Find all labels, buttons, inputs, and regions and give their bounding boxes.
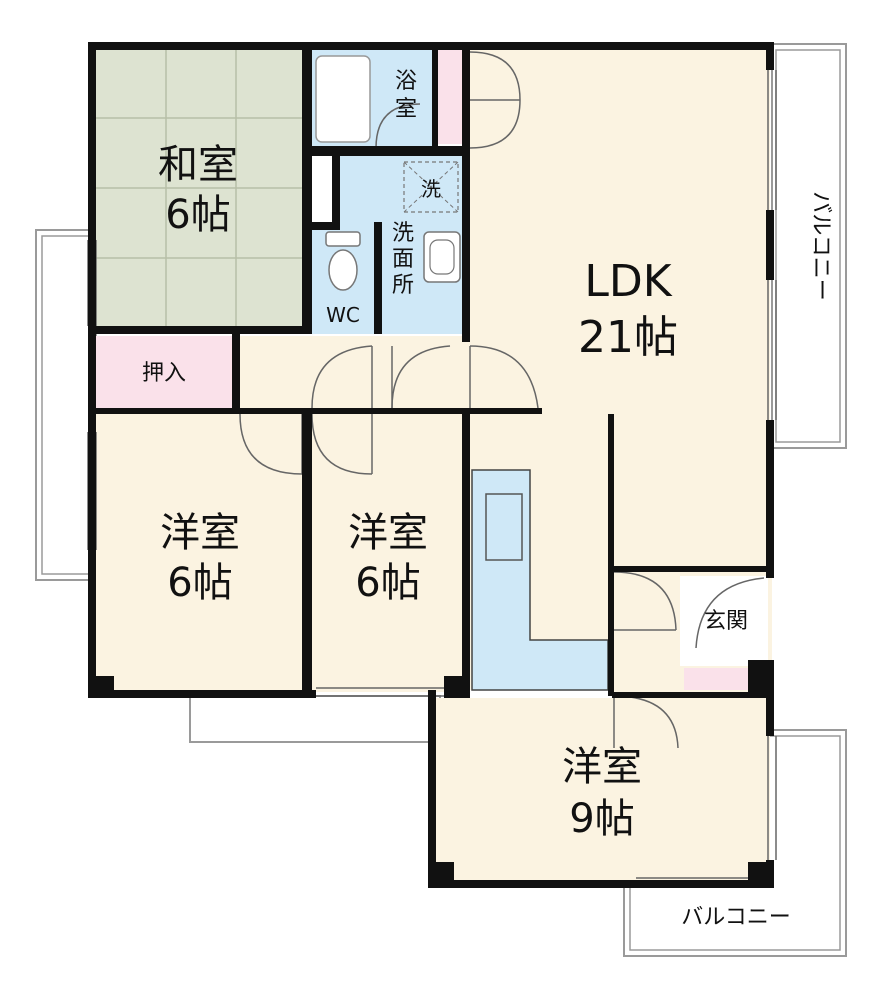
- ldk-size: 21帖: [578, 312, 678, 363]
- bath-closet: [436, 48, 464, 144]
- room-bottom-floor: [436, 698, 770, 882]
- room-left-floor: [96, 414, 306, 692]
- washitsu-name: 和室: [158, 142, 238, 188]
- room-mid-size: 6帖: [355, 560, 420, 606]
- balcony-bottom-label: バルコニー: [681, 905, 791, 930]
- ldk-name: LDK: [584, 256, 672, 307]
- balcony-left: [35, 229, 97, 581]
- door-swings: [239, 51, 765, 749]
- genkan-label: 玄関: [704, 609, 748, 634]
- bathtub-shape: [315, 55, 371, 143]
- washer-space: [403, 161, 459, 213]
- oshiire-label: 押入: [142, 361, 186, 386]
- balcony-right: [771, 43, 847, 449]
- oshiire-floor: [96, 336, 234, 408]
- balcony-bottom-left: [189, 695, 441, 743]
- tatami-lines: [96, 48, 308, 328]
- shoe-closet: [684, 668, 752, 690]
- walls: [88, 42, 774, 888]
- bath-label-2: 室: [395, 97, 417, 122]
- washroom-label-3: 所: [392, 273, 414, 298]
- balcony-right-label: バルコニー: [808, 191, 833, 301]
- sink-icon: [423, 231, 461, 283]
- washer-label: 洗: [421, 177, 441, 201]
- room-bottom-size: 9帖: [569, 796, 634, 842]
- room-mid-name: 洋室: [348, 510, 428, 556]
- washitsu-size: 6帖: [165, 192, 230, 238]
- washroom-label-2: 面: [392, 247, 414, 272]
- bath-label-1: 浴: [395, 69, 417, 94]
- room-left-name: 洋室: [160, 510, 240, 556]
- hall-floor: [236, 336, 468, 408]
- room-left-size: 6帖: [167, 560, 232, 606]
- wc-label: WC: [326, 303, 360, 327]
- toilet-icon: [325, 231, 361, 291]
- washroom-label-1: 洗: [392, 221, 414, 246]
- room-bottom-name: 洋室: [562, 744, 642, 790]
- room-mid-floor: [312, 414, 466, 692]
- kitchen-sink: [485, 493, 523, 561]
